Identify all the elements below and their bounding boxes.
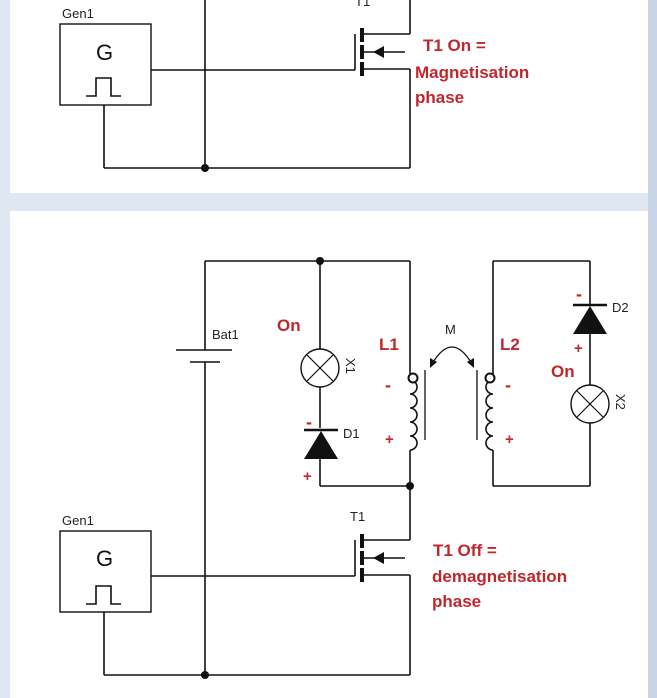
lamp2-state: On [551, 362, 575, 381]
lamp1-label: X1 [343, 358, 358, 374]
top-state-line3: phase [415, 88, 464, 107]
top-state-line2: Magnetisation [415, 63, 529, 82]
top-gen-symbol: G [96, 40, 113, 65]
top-transistor [354, 0, 411, 168]
l1-label: L1 [379, 335, 399, 354]
diode-d1 [304, 428, 338, 459]
diode1-plus: + [303, 468, 312, 485]
coupling-arc [431, 346, 473, 365]
top-state-line1: T1 On = [423, 36, 486, 55]
top-circuit: Gen1 G T1 T1 On = Magnetisation phase [59, 0, 529, 172]
gen-label: Gen1 [62, 513, 94, 528]
pulse-icon [86, 585, 121, 605]
top-junction-dot [201, 164, 209, 172]
lamp1-state: On [277, 316, 301, 335]
battery [176, 349, 232, 363]
diode2-label: D2 [612, 300, 629, 315]
diode1-minus: - [306, 412, 312, 432]
t1-label: T1 [350, 509, 365, 524]
coupling-arrow-left-icon [430, 358, 437, 368]
gen-symbol: G [96, 546, 113, 571]
state-line3: phase [432, 592, 481, 611]
bat-label: Bat1 [212, 327, 239, 342]
lamp2-label: X2 [613, 394, 628, 410]
state-line2: demagnetisation [432, 567, 567, 586]
lamp-x1 [300, 348, 340, 388]
top-t1-label: T1 [355, 0, 370, 9]
bottom-circuit: Bat1 X1 On D1 - + L1 - + M [59, 257, 629, 679]
m-label: M [445, 322, 456, 337]
lamp-x2 [570, 384, 610, 424]
inductor-l1 [409, 379, 418, 451]
coupling-arrow-right-icon [467, 358, 474, 368]
diode-d2 [573, 303, 607, 334]
top-generator [59, 23, 152, 106]
l2-minus: - [505, 375, 511, 395]
l1-plus: + [385, 431, 394, 448]
generator [59, 530, 152, 613]
diode1-label: D1 [343, 426, 360, 441]
l2-plus: + [505, 431, 514, 448]
diode2-plus: + [574, 340, 583, 357]
l1-minus: - [385, 375, 391, 395]
l2-label: L2 [500, 335, 520, 354]
top-gen-label: Gen1 [62, 6, 94, 21]
top-pulse-icon [86, 77, 121, 97]
diode2-minus: - [576, 284, 582, 304]
inductor-l2 [485, 379, 494, 451]
l2-dot-marker [484, 372, 496, 384]
l1-dot-marker [407, 372, 419, 384]
transistor-t1 [354, 532, 411, 675]
state-line1: T1 Off = [433, 541, 497, 560]
scroll-gutter [648, 0, 657, 698]
